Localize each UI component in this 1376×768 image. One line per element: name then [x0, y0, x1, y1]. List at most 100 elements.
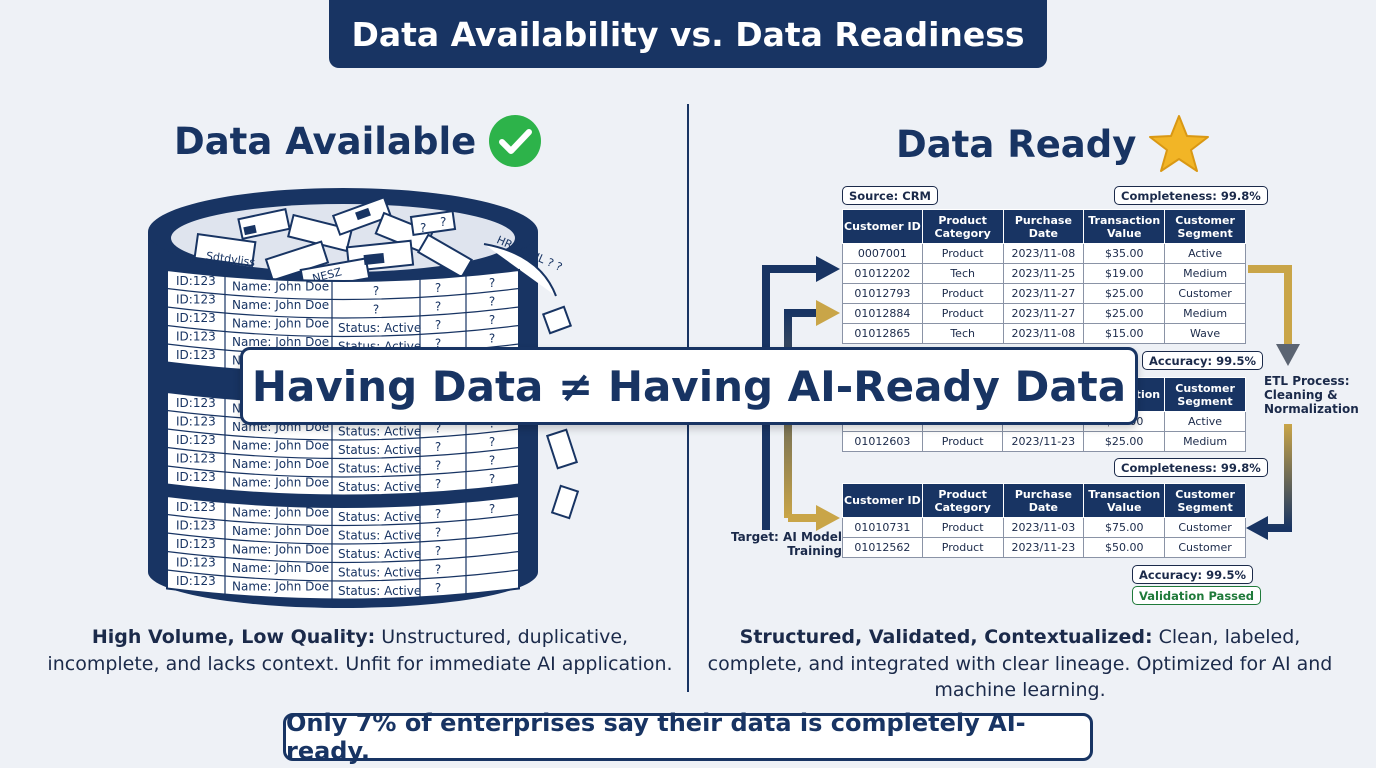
footer-statistic: Only 7% of enterprises say their data is…	[283, 709, 1093, 765]
right-description-bold: Structured, Validated, Contextualized:	[739, 626, 1153, 648]
table-cell: Tech	[921, 263, 1004, 284]
table-cell: $75.00	[1083, 517, 1166, 538]
table-cell: Active	[1164, 411, 1246, 432]
table-cell: $50.00	[1083, 537, 1166, 558]
db-record-text: ?	[435, 281, 441, 295]
db-record-text: Name: John Doe	[232, 439, 329, 453]
db-row-line	[166, 446, 520, 460]
db-record-text: ID:123	[176, 274, 216, 288]
db-record-text: Status: Active	[338, 461, 421, 475]
table-header-cell: Customer Segment	[1164, 209, 1246, 244]
db-record-text: ?	[489, 332, 495, 346]
data-ready-heading: Data Ready	[896, 114, 1210, 174]
table-cell: 2023/11-23	[1002, 537, 1085, 558]
table-cell: 01012865	[842, 323, 923, 344]
etl-arrow-bottom-head	[1246, 516, 1268, 540]
db-record-text: ID:123	[176, 500, 216, 514]
completeness-label-2: Completeness: 99.8%	[1114, 458, 1268, 477]
table-header-cell: Customer ID	[842, 483, 923, 518]
db-row-line	[166, 324, 520, 338]
db-record-text: ID:123	[176, 330, 216, 344]
table-cell: Medium	[1164, 431, 1246, 452]
data-available-heading: Data Available	[174, 114, 542, 168]
table-cell: 2023/11-08	[1002, 323, 1085, 344]
db-record-text: Name: John Doe	[232, 457, 329, 471]
db-record-text: ID:123	[176, 396, 216, 410]
right-description-text: Clean, labeled, complete, and integrated…	[707, 626, 1333, 701]
db-record-text: ID:123	[176, 519, 216, 533]
db-record-text: ID:123	[176, 348, 216, 362]
feed-arrow-navy	[762, 265, 820, 530]
completeness-label-1: Completeness: 99.8%	[1114, 186, 1268, 205]
db-record-text: ?	[435, 562, 441, 576]
db-record-text: ?	[435, 318, 441, 332]
source-label: Source: CRM	[842, 186, 938, 205]
table-cell: 2023/11-08	[1002, 243, 1085, 264]
table-cell: 2023/11-27	[1002, 283, 1085, 304]
db-record-text: ?	[435, 336, 441, 350]
main-title: Data Availability vs. Data Readiness	[329, 0, 1047, 68]
db-record-text: ID:123	[176, 293, 216, 307]
green-check-icon	[489, 115, 542, 167]
db-record-text: ID:123	[176, 433, 216, 447]
db-record-text: Name: John Doe	[232, 506, 329, 520]
table-cell: $25.00	[1083, 431, 1166, 452]
db-row-line	[166, 428, 520, 441]
question-mark-2: ?	[440, 215, 446, 229]
data-ready-heading-text: Data Ready	[896, 122, 1137, 166]
db-record-text: Name: John Doe	[232, 561, 329, 575]
validation-passed-badge: Validation Passed	[1132, 586, 1262, 605]
gold-star-icon	[1149, 115, 1210, 172]
db-band	[166, 494, 520, 601]
db-record-text: ?	[435, 525, 441, 539]
target-label-text: Target: AI Model Training	[730, 530, 842, 558]
db-record-text: ID:123	[176, 556, 216, 570]
db-record-text: ID:123	[176, 311, 216, 325]
table-cell: 01012793	[842, 283, 923, 304]
db-record-text: ID:123	[176, 470, 216, 484]
table-cell: 01010731	[842, 517, 923, 538]
table-cell: Customer	[1164, 283, 1246, 304]
db-record-text: ?	[489, 472, 495, 486]
table-header-cell: Customer Segment	[1164, 483, 1246, 518]
table-cell: 2023/11-25	[1002, 263, 1085, 284]
table-cell: 01012562	[842, 537, 923, 558]
table-cell: 01012884	[842, 303, 923, 324]
left-description: High Volume, Low Quality: Unstructured, …	[40, 624, 680, 677]
etl-process-label: ETL Process: Cleaning & Normalization	[1264, 374, 1359, 416]
db-record-text: Status: Active	[338, 528, 421, 542]
feed-arrow-gold	[784, 309, 820, 518]
db-row-line	[166, 287, 520, 301]
table-cell: Medium	[1164, 263, 1246, 284]
left-description-text: Unstructured, duplicative, incomplete, a…	[47, 626, 673, 675]
table-header-cell: Transaction Value	[1083, 209, 1166, 244]
db-record-text: Status: Active	[338, 565, 421, 579]
right-description: Structured, Validated, Contextualized: C…	[700, 624, 1340, 704]
table-header-cell: Customer ID	[842, 209, 923, 244]
db-record-text: Name: John Doe	[232, 335, 329, 349]
db-record-text: ?	[489, 276, 495, 290]
db-record-text: ?	[435, 458, 441, 472]
table-cell: Product	[921, 537, 1004, 558]
db-record-text: Name: John Doe	[232, 524, 329, 538]
table-header-cell: Purchase Date	[1002, 209, 1085, 244]
table-cell: Wave	[1164, 323, 1246, 344]
target-arrow-head	[816, 505, 840, 531]
db-record-text: ?	[489, 454, 495, 468]
db-record-text: ID:123	[176, 574, 216, 588]
table-cell: 2023/11-27	[1002, 303, 1085, 324]
db-record-text: Status: Active	[338, 480, 421, 494]
table-header-cell: Product Category	[921, 483, 1004, 518]
table-cell: $35.00	[1083, 243, 1166, 264]
db-record-text: Name: John Doe	[232, 543, 329, 557]
db-record-text: ID:123	[176, 452, 216, 466]
db-record-text: ?	[489, 502, 495, 516]
